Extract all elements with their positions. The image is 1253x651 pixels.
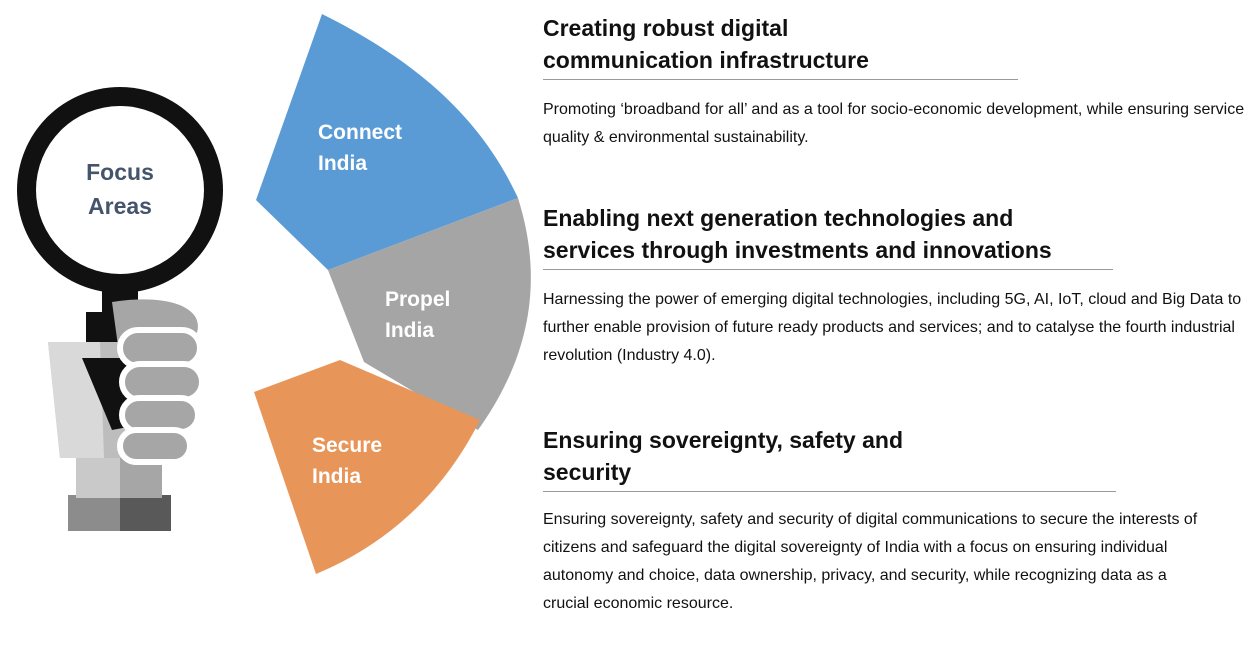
- section-description: Promoting ‘broadband for all’ and as a t…: [543, 101, 1245, 146]
- segment-connect-label-line1: Connect: [318, 121, 402, 144]
- section-heading-line2: communication infrastructure: [543, 47, 869, 73]
- hand-icon: [48, 299, 205, 531]
- section-divider: [543, 79, 1018, 80]
- section-divider: [543, 491, 1116, 492]
- section-description: Ensuring sovereignty, safety and securit…: [543, 511, 1198, 612]
- section-heading-line2: services through investments and innovat…: [543, 237, 1052, 263]
- lens-label-line2: Areas: [88, 193, 152, 219]
- segment-secure-label-line1: Secure: [312, 434, 382, 457]
- segment-propel-label-line2: India: [385, 319, 434, 342]
- section-connect: Creating robust digital communication in…: [543, 12, 1244, 152]
- lens-label-line1: Focus: [86, 159, 154, 185]
- section-propel: Enabling next generation technologies an…: [543, 202, 1241, 370]
- segment-secure-label-line2: India: [312, 465, 361, 488]
- section-divider: [543, 269, 1113, 270]
- section-heading-line2: security: [543, 459, 632, 485]
- section-heading-line1: Ensuring sovereignty, safety and: [543, 427, 904, 453]
- section-description: Harnessing the power of emerging digital…: [543, 291, 1242, 364]
- segment-connect-label-line2: India: [318, 152, 367, 175]
- segment-secure-india: [254, 360, 480, 574]
- section-heading-line1: Creating robust digital: [543, 15, 789, 41]
- segment-propel-label-line1: Propel: [385, 288, 450, 311]
- segment-connect-india: [256, 14, 518, 270]
- focus-areas-graphic: Focus Areas Connect India Propel India S…: [17, 14, 531, 574]
- segment-propel-india: [328, 198, 531, 430]
- section-secure: Ensuring sovereignty, safety and securit…: [543, 424, 1197, 618]
- section-heading-line1: Enabling next generation technologies an…: [543, 205, 1014, 231]
